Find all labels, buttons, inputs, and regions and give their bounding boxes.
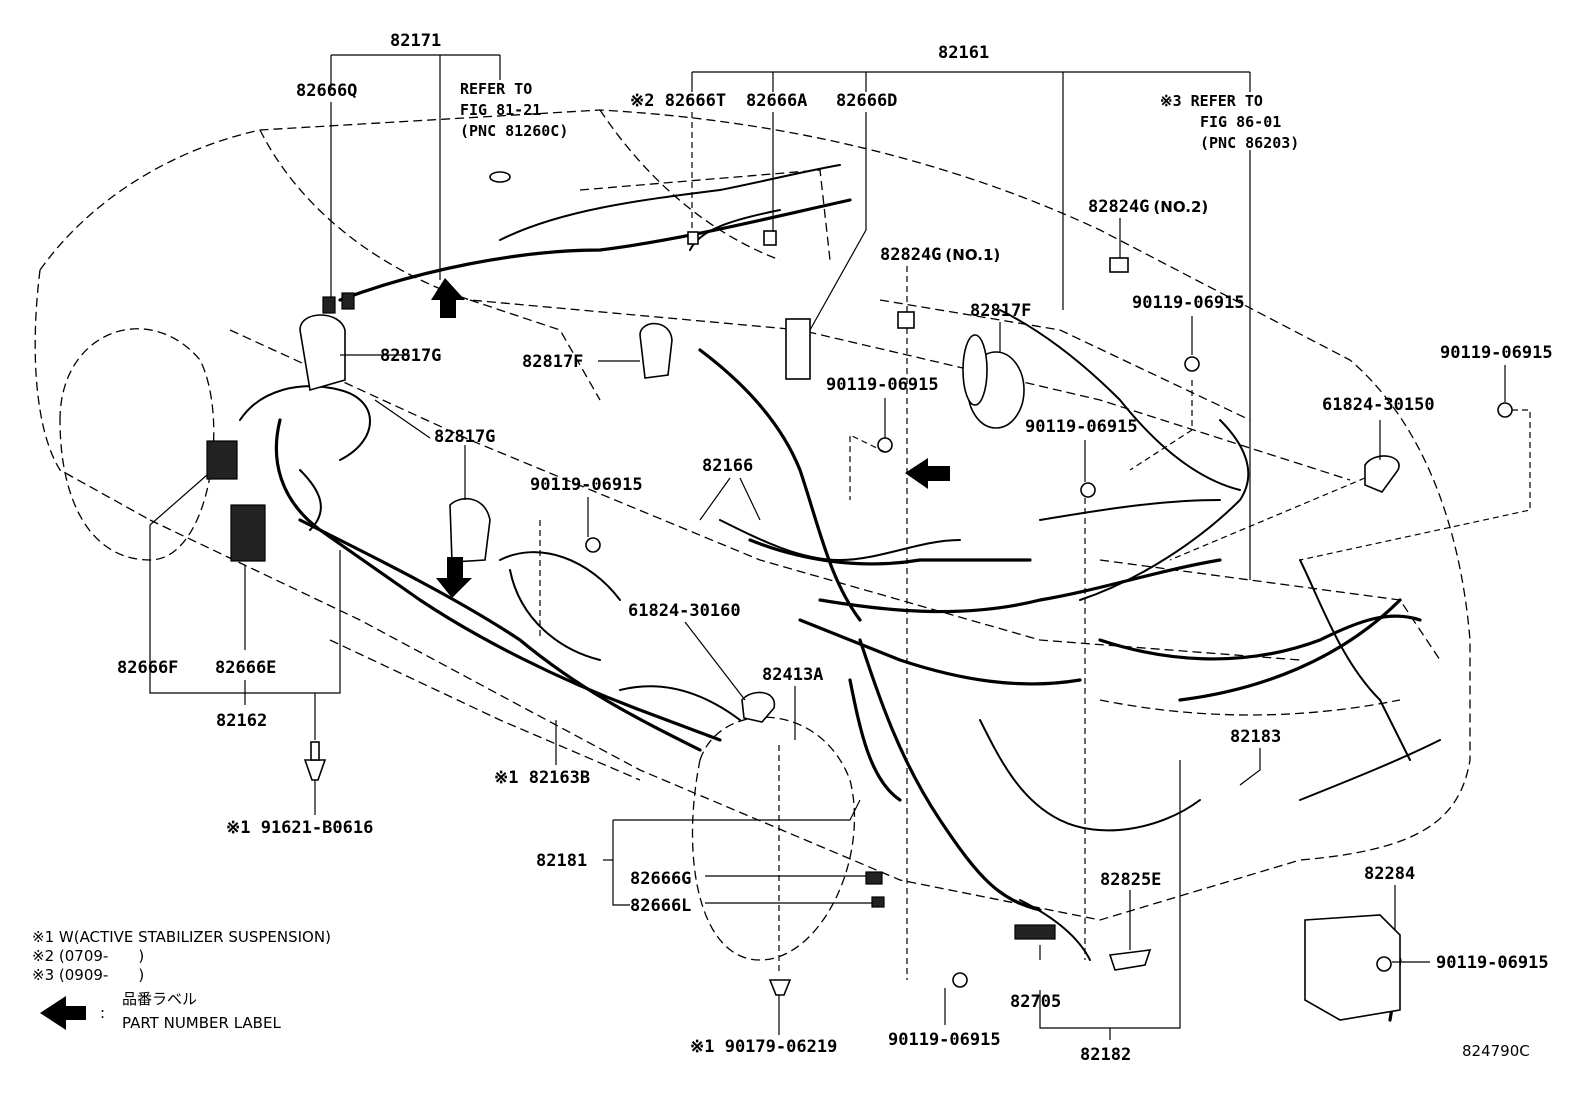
callout-82705: 82705	[1010, 992, 1061, 1012]
legend-colon: :	[100, 1004, 105, 1022]
legend-note-1: ※1 W(ACTIVE STABILIZER SUSPENSION)	[32, 928, 331, 946]
callout-82825e: 82825E	[1100, 870, 1161, 890]
callout-82666e: 82666E	[215, 658, 276, 678]
grommet-82817f-mid-icon	[639, 322, 673, 379]
connector-82666g-icon	[865, 871, 883, 885]
grommet-82817g-mid-icon	[449, 498, 491, 563]
callout-82666l: 82666L	[630, 896, 691, 916]
grommet-part-icon	[962, 334, 988, 406]
clip-stem-icon	[310, 741, 320, 761]
callout-82817f-right: 82817F	[970, 301, 1031, 321]
bracket-82825e-icon	[1108, 949, 1152, 971]
legend-note-3: ※3 (0909- )	[32, 966, 144, 984]
relay-82666f-icon	[206, 440, 238, 480]
label-arrow-down-icon	[436, 557, 472, 598]
legend-label-jp: 品番ラベル	[122, 990, 197, 1008]
part-number-label-arrow-icon	[40, 996, 86, 1030]
callout-90119-06915-g: 90119-06915	[888, 1030, 1001, 1050]
callout-82161: 82161	[938, 43, 989, 63]
callout-90119-06915-a: 90119-06915	[1132, 293, 1245, 313]
bolt-icon	[1080, 482, 1096, 498]
callout-61824-30160: 61824-30160	[628, 601, 741, 621]
bolt-icon	[1184, 356, 1200, 372]
refer-fig-81-21-line2: FIG 81-21	[460, 101, 541, 119]
sensor-82705-icon	[1014, 924, 1056, 940]
callout-82413a: 82413A	[762, 665, 823, 685]
callout-90119-06915-e: 90119-06915	[530, 475, 643, 495]
part-number-label-arrows	[431, 278, 950, 598]
callout-90119-06915-c: 90119-06915	[826, 375, 939, 395]
connector-82666q-icon	[322, 296, 336, 314]
clamp-82824g-no1-icon	[897, 311, 915, 329]
legend-note-2: ※2 (0709- )	[32, 947, 144, 965]
grommet-82817g-top-icon	[299, 314, 346, 392]
callout-82284: 82284	[1364, 864, 1415, 884]
battery-icon	[1304, 914, 1401, 1021]
callout-82166: 82166	[702, 456, 753, 476]
callout-labels: 82171 82161 82666Q REFER TO FIG 81-21 (P…	[117, 31, 1553, 1065]
callout-90119-06915-d: 90119-06915	[1025, 417, 1138, 437]
relay-82666e-icon	[230, 504, 266, 562]
callout-82666a: 82666A	[746, 91, 807, 111]
refer-fig-81-21-line3: (PNC 81260C)	[460, 122, 568, 140]
callout-82183: 82183	[1230, 727, 1281, 747]
callout-82666t: ※2 82666T	[630, 91, 726, 111]
label-arrow-up-icon	[431, 278, 465, 318]
refer-fig-86-01-line3: (PNC 86203)	[1200, 134, 1299, 152]
callout-82824g-no1: 82824G(NO.1)	[880, 245, 1000, 265]
clamp-82824g-no2-icon	[1109, 257, 1129, 273]
callout-82181: 82181	[536, 851, 587, 871]
callout-82666q: 82666Q	[296, 81, 357, 101]
callout-82182: 82182	[1080, 1045, 1131, 1065]
connector-81260c-icon	[489, 171, 511, 183]
bolt-icon	[585, 537, 601, 553]
leader-lines	[149, 54, 1531, 1040]
bolt-icon	[1497, 402, 1513, 418]
legend-label-en: PART NUMBER LABEL	[122, 1014, 281, 1032]
bolt-icon	[1376, 956, 1392, 972]
connector-82666l-icon	[871, 896, 885, 908]
callout-82163b: ※1 82163B	[494, 768, 590, 788]
bolt-icon	[952, 972, 968, 988]
harness-wiring	[239, 164, 1441, 1022]
callout-82162: 82162	[216, 711, 267, 731]
callout-82817f-mid: 82817F	[522, 352, 583, 372]
connector-parts	[206, 171, 1513, 1021]
callout-61824-30150: 61824-30150	[1322, 395, 1435, 415]
callout-82666g: 82666G	[630, 869, 691, 889]
callout-82817g-top: 82817G	[380, 346, 441, 366]
clip-61824-30150-icon	[1364, 455, 1400, 493]
callout-90119-06915-b: 90119-06915	[1440, 343, 1553, 363]
clip-90179-icon	[768, 979, 792, 996]
callout-82817g-mid: 82817G	[434, 427, 495, 447]
callout-82824g-no2: 82824G(NO.2)	[1088, 197, 1208, 217]
figure-id: 824790C	[1462, 1042, 1530, 1060]
callout-90179-06219: ※1 90179-06219	[690, 1037, 837, 1057]
callout-82666d: 82666D	[836, 91, 897, 111]
refer-fig-86-01-line2: FIG 86-01	[1200, 113, 1281, 131]
car-body-outline	[34, 109, 1471, 961]
callout-82666f: 82666F	[117, 658, 178, 678]
clip-91621-icon	[303, 759, 327, 781]
legend: ※1 W(ACTIVE STABILIZER SUSPENSION) ※2 (0…	[32, 928, 331, 1032]
callout-90119-06915-f: 90119-06915	[1436, 953, 1549, 973]
refer-fig-86-01-line1: ※3 REFER TO	[1160, 92, 1263, 110]
label-arrow-left-icon	[905, 458, 950, 489]
refer-fig-81-21-line1: REFER TO	[460, 80, 532, 98]
junction-block-82666d-icon	[785, 318, 811, 380]
connector-82666a-icon	[763, 230, 777, 246]
callout-82171: 82171	[390, 31, 441, 51]
connector-82666t-icon	[687, 231, 699, 245]
callout-91621-b0616: ※1 91621-B0616	[226, 818, 373, 838]
connector-icon	[341, 292, 355, 310]
clip-61824-30160-icon	[741, 691, 775, 723]
